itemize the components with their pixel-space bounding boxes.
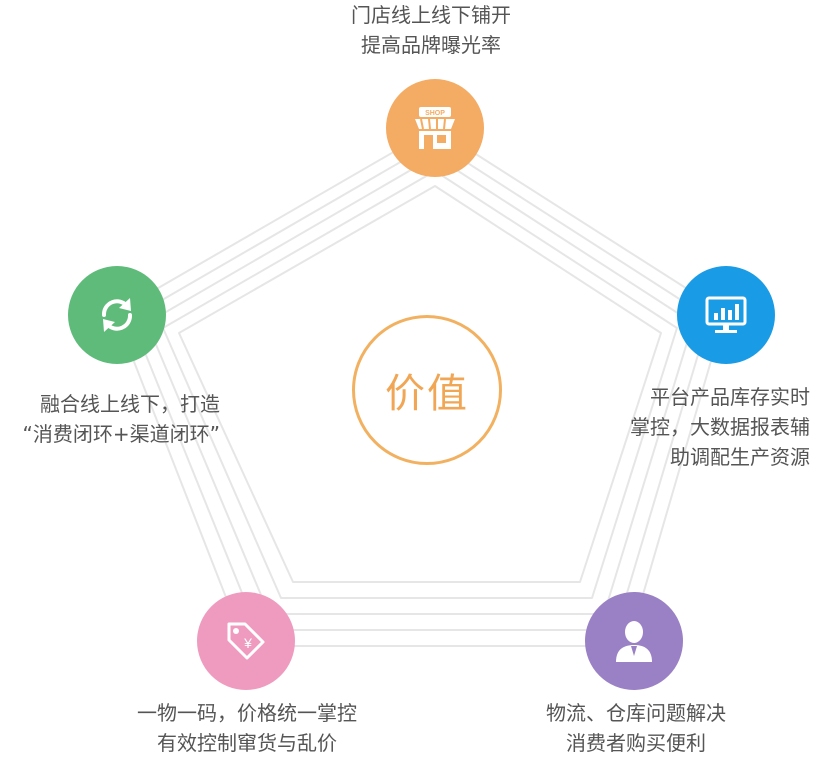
price-tag-icon: ¥	[227, 622, 265, 660]
caption-top-line-1: 门店线上线下铺开	[351, 3, 511, 27]
caption-left-line-1: 融合线上线下，打造	[40, 392, 220, 416]
caption-top: 门店线上线下铺开 提高品牌曝光率	[331, 0, 531, 60]
refresh-icon	[102, 298, 132, 332]
caption-bottom-left-line-2: 有效控制窜货与乱价	[157, 731, 337, 755]
caption-left-line-2: “消费闭环+渠道闭环”	[22, 422, 220, 446]
caption-bottom-right-line-2: 消费者购买便利	[566, 731, 706, 755]
node-left-loop	[68, 266, 166, 364]
node-right-data	[677, 266, 775, 364]
center-value-circle: 价值	[352, 315, 502, 465]
caption-right: 平台产品库存实时 掌控，大数据报表辅 助调配生产资源	[614, 382, 810, 472]
caption-right-line-1: 平台产品库存实时	[650, 385, 810, 409]
shop-icon-text: SHOP	[425, 110, 445, 117]
caption-right-line-2: 掌控，大数据报表辅	[630, 415, 810, 439]
node-top-shop: SHOP	[386, 79, 484, 177]
monitor-chart-icon	[705, 296, 747, 333]
caption-bottom-right: 物流、仓库问题解决 消费者购买便利	[532, 698, 740, 758]
caption-bottom-left: 一物一码，价格统一掌控 有效控制窜货与乱价	[118, 698, 376, 758]
caption-bottom-left-line-1: 一物一码，价格统一掌控	[137, 701, 357, 725]
caption-bottom-right-line-1: 物流、仓库问题解决	[546, 701, 726, 725]
center-label: 价值	[385, 371, 469, 417]
node-bottom-right-consumer	[585, 592, 683, 690]
caption-top-line-2: 提高品牌曝光率	[361, 33, 501, 57]
caption-right-line-3: 助调配生产资源	[670, 445, 810, 469]
user-icon	[616, 621, 652, 662]
caption-left: 融合线上线下，打造 “消费闭环+渠道闭环”	[2, 389, 220, 449]
yen-symbol: ¥	[243, 635, 252, 651]
node-bottom-left-price: ¥	[197, 592, 295, 690]
shop-icon: SHOP	[415, 107, 455, 149]
